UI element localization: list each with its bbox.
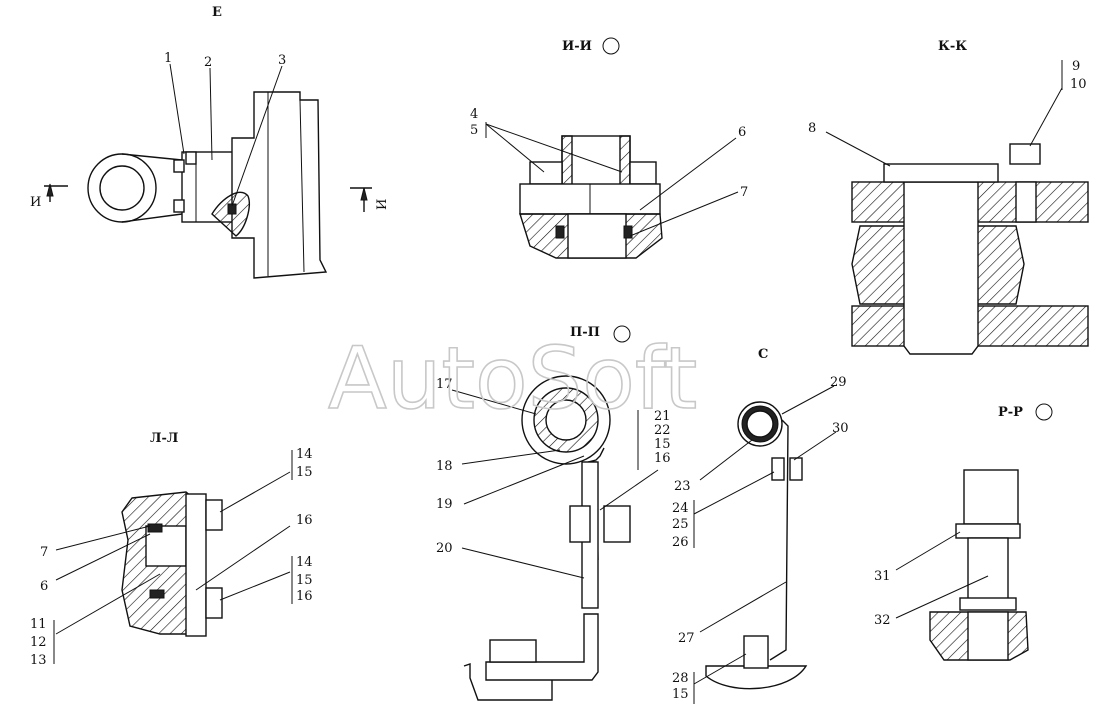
- view-s: С 29 30 23 24 25 26 27 28 15: [672, 347, 849, 704]
- view-k: К-К 8 9 10: [808, 39, 1089, 355]
- view-s-title: С: [758, 347, 768, 362]
- view-l: Л-Л 14 15 16 14 15 16 7 6 11 12 13: [30, 431, 313, 668]
- view-p-title: П-П: [570, 325, 600, 340]
- view-p-label-15: 15: [654, 437, 671, 452]
- view-p-label-16: 16: [654, 451, 671, 466]
- view-l-label-16b: 16: [296, 589, 313, 604]
- view-s-label-23: 23: [674, 479, 691, 494]
- view-l-label-7: 7: [40, 545, 48, 560]
- view-s-label-30: 30: [832, 421, 849, 436]
- view-i-label-7: 7: [740, 185, 748, 200]
- view-p-label-19: 19: [436, 497, 453, 512]
- view-s-label-25: 25: [672, 517, 689, 532]
- view-i-rotate-icon: [602, 37, 620, 55]
- view-p-label-21: 21: [654, 409, 671, 424]
- view-k-title: К-К: [938, 39, 967, 54]
- view-e: Е 1 2 3 И И: [30, 5, 390, 279]
- view-e-label-1: 1: [164, 51, 172, 66]
- view-i-title: И-И: [562, 39, 592, 54]
- view-l-label-6: 6: [40, 579, 48, 594]
- view-i-label-4: 4: [470, 107, 478, 122]
- view-s-label-28: 28: [672, 671, 689, 686]
- view-e-section-right: И: [375, 199, 390, 210]
- view-e-eye-inner: [99, 165, 145, 211]
- view-p-label-20: 20: [436, 541, 453, 556]
- view-r-hose: [963, 469, 1019, 525]
- view-r-label-31: 31: [874, 569, 891, 584]
- view-k-pin: [903, 181, 979, 355]
- view-r-rotate-icon: [1035, 403, 1053, 421]
- view-p-label-22: 22: [654, 423, 671, 438]
- view-k-label-8: 8: [808, 121, 816, 136]
- view-e-label-2: 2: [204, 55, 212, 70]
- view-i-label-6: 6: [738, 125, 746, 140]
- view-s-label-15: 15: [672, 687, 689, 702]
- view-r-label-32: 32: [874, 613, 891, 628]
- view-l-label-11: 11: [30, 617, 47, 632]
- view-l-label-15a: 15: [296, 465, 313, 480]
- view-l-title: Л-Л: [150, 431, 178, 446]
- view-i: И-И 4 5 6 7: [470, 37, 748, 259]
- view-k-label-9: 9: [1072, 59, 1080, 74]
- view-l-label-13: 13: [30, 653, 47, 668]
- view-r: Р-Р 31 32: [874, 403, 1053, 661]
- view-i-label-5: 5: [470, 123, 478, 138]
- view-s-label-26: 26: [672, 535, 689, 550]
- view-e-section-left: И: [30, 195, 41, 210]
- view-r-title: Р-Р: [998, 405, 1023, 420]
- view-s-label-24: 24: [672, 501, 689, 516]
- view-p-label-17: 17: [436, 377, 453, 392]
- view-k-label-10: 10: [1070, 77, 1087, 92]
- view-l-label-16a: 16: [296, 513, 313, 528]
- view-p-rotate-icon: [613, 325, 631, 343]
- view-e-label-3: 3: [278, 53, 286, 68]
- view-s-label-27: 27: [678, 631, 695, 646]
- view-p: П-П 17 18 19 20 21 22 15 16: [436, 325, 671, 701]
- view-e-body: [231, 91, 328, 279]
- view-l-label-12: 12: [30, 635, 47, 650]
- view-l-label-14b: 14: [296, 555, 313, 570]
- view-p-label-18: 18: [436, 459, 453, 474]
- view-l-label-14a: 14: [296, 447, 313, 462]
- view-l-label-15b: 15: [296, 573, 313, 588]
- view-e-title: Е: [212, 5, 222, 20]
- watermark: AutoSoft: [328, 329, 697, 429]
- view-s-label-29: 29: [830, 375, 847, 390]
